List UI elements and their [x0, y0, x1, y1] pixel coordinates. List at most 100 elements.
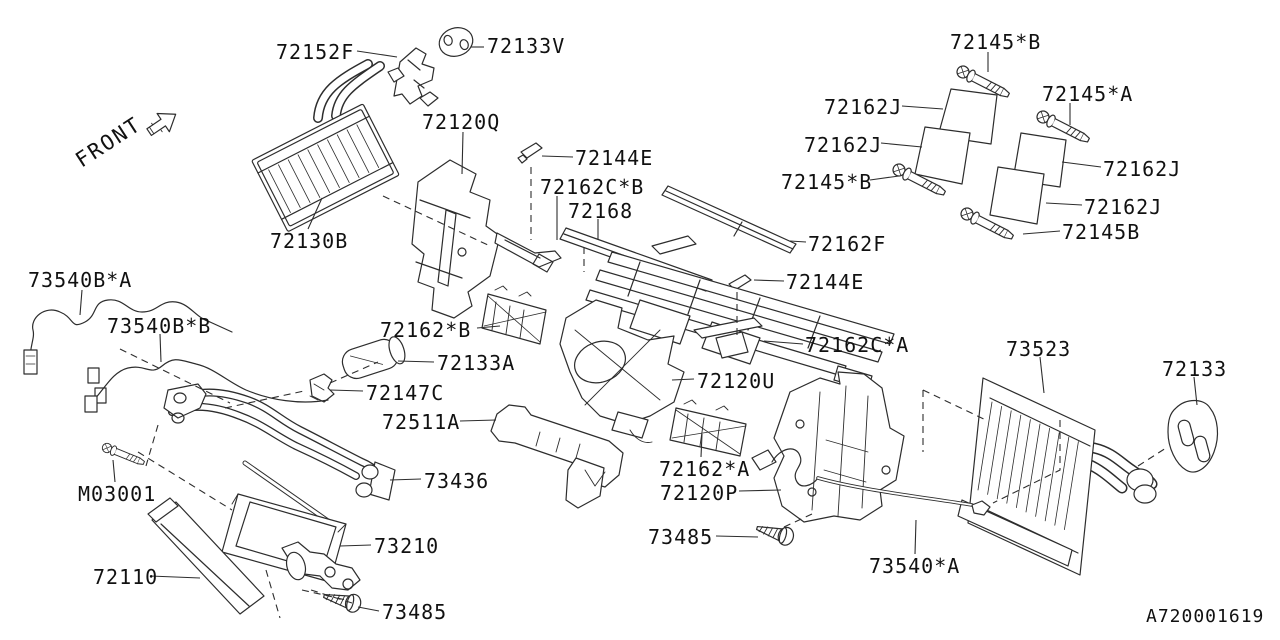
assembly-dash-line [119, 348, 231, 404]
assembly-dash-line [992, 420, 1061, 504]
part-art-72147C [309, 373, 335, 403]
part-art-73523 [957, 377, 1158, 576]
part-label-72162J[interactable]: 72162J [1103, 157, 1182, 181]
part-label-72162J[interactable]: 72162J [804, 133, 883, 157]
part-label-72145xB[interactable]: 72145*B [781, 170, 873, 194]
label-leader-line [671, 378, 695, 381]
part-art-72130B [251, 59, 400, 232]
part-art-72162A [669, 399, 747, 457]
part-art-72162CB [494, 232, 562, 273]
part-label-72162J[interactable]: 72162J [824, 95, 903, 119]
label-leader-line [356, 50, 398, 58]
part-label-72162xB[interactable]: 72162*B [380, 318, 472, 342]
label-leader-line [700, 433, 703, 458]
part-label-M03001[interactable]: M03001 [78, 482, 157, 506]
assembly-dash-line [307, 588, 353, 604]
part-label-73485[interactable]: 73485 [648, 525, 714, 549]
assembly-dash-line [783, 513, 813, 528]
diagram-code: A720001619 [1146, 606, 1265, 627]
label-leader-line [461, 131, 464, 175]
label-leader-line [738, 489, 782, 492]
label-leader-line [357, 606, 380, 612]
part-label-72152F[interactable]: 72152F [276, 40, 355, 64]
assembly-dash-line [329, 361, 379, 384]
part-label-72162J[interactable]: 72162J [1084, 195, 1163, 219]
part-label-73540BxA[interactable]: 73540B*A [28, 268, 133, 292]
part-label-72133[interactable]: 72133 [1162, 357, 1228, 381]
label-leader-line [880, 142, 923, 148]
part-label-72130B[interactable]: 72130B [270, 229, 349, 253]
part-label-72144E[interactable]: 72144E [786, 270, 865, 294]
label-leader-line [1022, 230, 1061, 235]
part-label-72144E[interactable]: 72144E [575, 146, 654, 170]
part-label-72133A[interactable]: 72133A [437, 351, 516, 375]
part-art-73540A [751, 448, 991, 516]
part-label-72147C[interactable]: 72147C [366, 381, 445, 405]
part-art-72120P [773, 365, 905, 523]
part-label-73523[interactable]: 73523 [1006, 337, 1072, 361]
part-art-72162CA [693, 317, 763, 359]
label-leader-line [1045, 202, 1083, 206]
part-art-72511A [490, 404, 624, 509]
part-label-73485[interactable]: 73485 [382, 600, 448, 624]
part-art-73436 [163, 383, 396, 543]
part-label-72162F[interactable]: 72162F [808, 232, 887, 256]
part-label-72145xB[interactable]: 72145*B [950, 30, 1042, 54]
label-leader-line [397, 360, 435, 363]
label-leader-line [389, 478, 422, 481]
part-label-72162CxA[interactable]: 72162C*A [805, 333, 910, 357]
part-label-73540xA[interactable]: 73540*A [869, 554, 961, 578]
label-leader-line [1061, 161, 1102, 168]
label-leader-line [541, 155, 574, 158]
part-label-72133V[interactable]: 72133V [487, 34, 566, 58]
label-leader-line [329, 389, 364, 392]
part-label-73210[interactable]: 73210 [374, 534, 440, 558]
part-art-72133 [1167, 399, 1219, 473]
part-art-72133A [341, 336, 406, 380]
label-leader-line [789, 240, 807, 243]
part-label-73540BxB[interactable]: 73540B*B [107, 314, 212, 338]
part-label-72162CxB[interactable]: 72162C*B [540, 175, 645, 199]
front-arrow-icon [146, 112, 177, 137]
part-label-72110[interactable]: 72110 [93, 565, 159, 589]
part-label-72162xA[interactable]: 72162*A [659, 457, 751, 481]
label-leader-line [459, 419, 497, 422]
part-label-73436[interactable]: 73436 [424, 469, 490, 493]
assembly-dash-line [137, 451, 233, 511]
assembly-dash-line [1137, 447, 1167, 467]
part-label-72120P[interactable]: 72120P [660, 481, 739, 505]
label-leader-line [112, 459, 116, 483]
label-leader-line [715, 535, 759, 538]
part-label-72145B[interactable]: 72145B [1062, 220, 1141, 244]
part-label-72168[interactable]: 72168 [568, 199, 634, 223]
label-leader-line [339, 544, 372, 547]
label-leader-line [914, 519, 917, 555]
part-label-72120Q[interactable]: 72120Q [422, 110, 501, 134]
label-leader-line [159, 333, 162, 363]
part-art-72144E-a [517, 142, 543, 164]
part-art-72152F [387, 47, 439, 107]
label-leader-line [307, 197, 323, 230]
assembly-dash-line [301, 589, 347, 601]
label-leader-line [753, 279, 785, 282]
assembly-dash-line [224, 390, 305, 409]
part-label-72511A[interactable]: 72511A [382, 410, 461, 434]
part-art-72162J-sheets [914, 88, 1067, 225]
part-art-72133V [438, 27, 474, 57]
label-leader-line [869, 175, 900, 181]
label-leader-line [149, 575, 201, 579]
assembly-dash-line [382, 195, 491, 247]
part-art-72110 [147, 497, 265, 615]
label-leader-line [79, 289, 83, 316]
label-leader-line [763, 340, 804, 345]
label-leader-line [476, 325, 501, 329]
label-leader-line [1039, 356, 1045, 394]
assembly-dash-line [265, 569, 281, 619]
part-label-72120U[interactable]: 72120U [697, 369, 776, 393]
part-art-72120Q [411, 159, 501, 319]
part-label-72145xA[interactable]: 72145*A [1042, 82, 1134, 106]
